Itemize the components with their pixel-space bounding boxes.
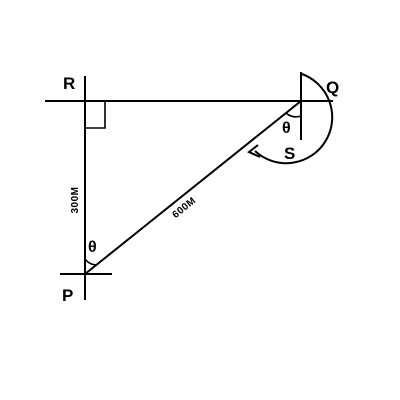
angle-arc-p xyxy=(84,258,97,266)
angle-arc-q xyxy=(285,112,302,118)
label-s: S xyxy=(284,144,295,163)
label-q: Q xyxy=(326,78,339,97)
line-pq xyxy=(84,100,302,275)
distance-label-pr: 300M xyxy=(70,186,81,213)
right-angle-marker xyxy=(85,101,106,129)
distance-label-pq: 600M xyxy=(170,195,198,220)
label-r: R xyxy=(63,74,75,93)
label-p: P xyxy=(62,286,73,305)
rotation-arrowhead xyxy=(247,144,261,158)
angle-label-p: θ xyxy=(88,239,97,256)
rotation-arc-s xyxy=(254,73,334,165)
angle-label-q: θ xyxy=(282,120,291,137)
